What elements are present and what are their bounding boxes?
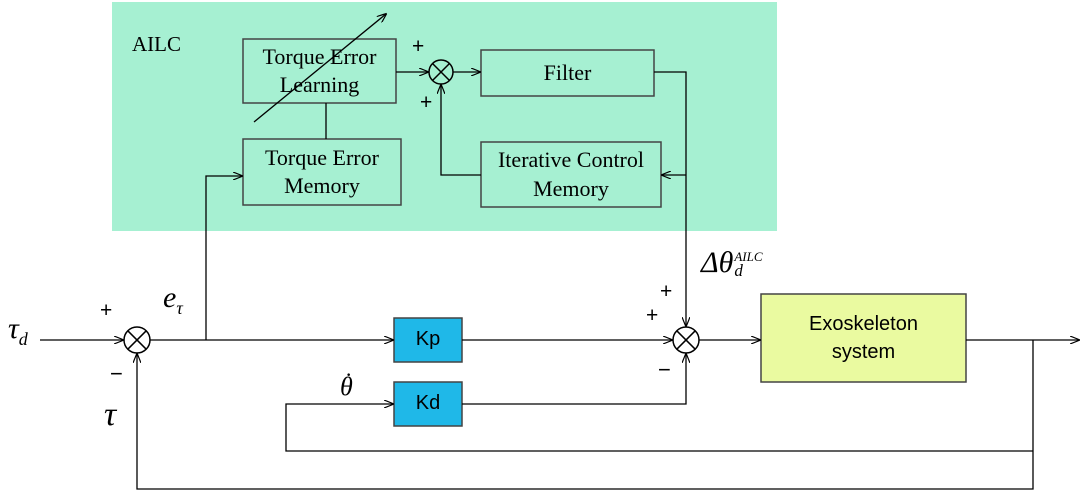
iterative-control-memory-line1: Iterative Control [497,147,644,173]
summing-junction-error [123,326,151,354]
torque-error-memory-line2: Memory [284,173,360,198]
plus-sign-memory: + [420,91,433,114]
minus-sign-tau: − [110,361,123,386]
delta-theta-base: Δθ [701,246,734,279]
exoskeleton-line1: Exoskeleton [809,313,918,335]
exoskeleton-system-label: Exoskeleton system [761,294,966,382]
kp-label: Kp [394,318,462,362]
iterative-control-memory-line2: Memory [533,175,609,201]
kd-block [393,381,463,427]
plus-sign-tau-d: + [100,299,113,322]
signal-wires [40,14,1079,490]
tau-d-sub: d [18,329,28,349]
ailc-region-label: AILC [132,32,181,56]
tau-d-base: τ [8,312,19,345]
exoskeleton-line2: system [831,341,896,363]
filter-block [480,49,655,97]
tau-d-label: τd [8,312,28,349]
theta-dot-base: θ [340,372,353,401]
kp-block [393,317,463,363]
torque-error-memory-block [242,138,402,206]
iterative-control-memory-block [480,141,662,208]
tau-feedback-label: τ [104,396,117,433]
plus-sign-kp-input: + [646,304,659,327]
plus-sign-ailc-input: + [660,280,673,303]
theta-dot-mark: · [345,362,353,387]
torque-error-learning-block [242,38,397,104]
minus-sign-kd-input: − [658,357,671,382]
ailc-region [112,2,777,231]
torque-error-learning-label: Torque Error Learning [243,39,396,103]
exoskeleton-system-block [760,293,967,383]
summing-junction-control [672,326,700,354]
kd-text: Kd [415,392,441,415]
delta-theta-sup: AILC [734,248,763,264]
theta-dot-label: θ · [340,364,353,401]
e-tau-base: e [163,281,177,314]
kp-text: Kp [415,328,441,351]
filter-text: Filter [543,59,592,85]
e-tau-sub: τ [176,298,183,318]
plus-sign-learning: + [412,35,425,58]
torque-error-memory-label: Torque Error Memory [243,139,401,205]
iterative-control-memory-label: Iterative Control Memory [481,142,661,207]
torque-error-learning-line2: Learning [279,72,360,97]
filter-label: Filter [481,50,654,96]
kd-label: Kd [394,382,462,426]
torque-error-memory-line1: Torque Error [265,144,379,170]
delta-theta-sub: d [734,261,743,281]
e-tau-label: eτ [163,281,183,318]
torque-error-learning-line1: Torque Error [262,43,377,69]
